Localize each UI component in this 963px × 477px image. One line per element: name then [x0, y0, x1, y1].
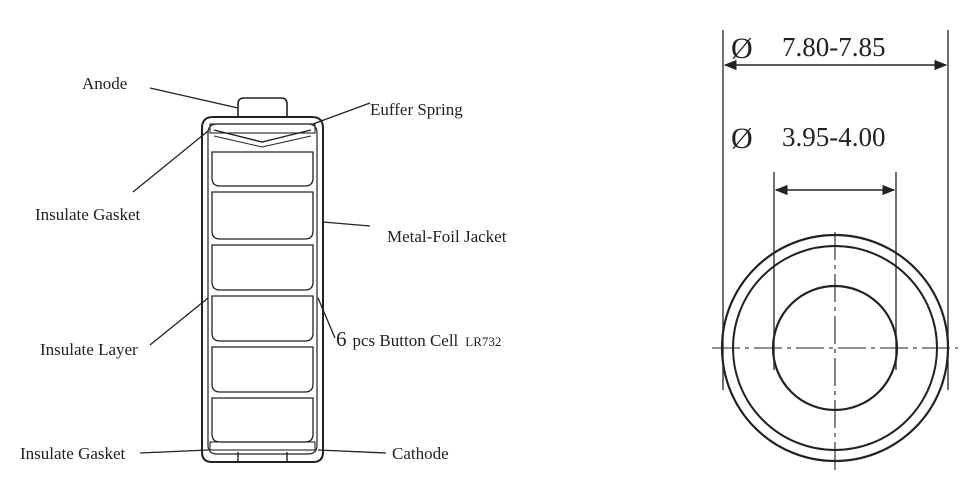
button-cell-stack — [211, 151, 314, 443]
top-gasket — [209, 123, 316, 134]
dimension-drawing — [712, 30, 958, 470]
button-cell — [211, 244, 314, 291]
leader-lines — [132, 87, 387, 454]
buffer-spring — [213, 129, 312, 143]
label-button-cell-model: LR732 — [465, 334, 501, 349]
button-cell — [211, 346, 314, 393]
label-button-cell-text: pcs Button Cell — [353, 331, 459, 350]
outer-diameter-symbol: Ø — [731, 32, 753, 65]
label-insulate-gasket-bottom: Insulate Gasket — [20, 444, 126, 463]
label-button-cell-count: 6 — [336, 327, 347, 351]
inner-diameter-symbol: Ø — [731, 122, 753, 155]
anode-cap — [237, 97, 288, 117]
bottom-gasket — [209, 441, 316, 451]
buffer-spring-inner — [213, 135, 312, 148]
button-cell — [211, 191, 314, 240]
label-cathode: Cathode — [392, 444, 449, 463]
label-buffer-spring: Euffer Spring — [370, 100, 463, 119]
label-insulate-gasket-top: Insulate Gasket — [35, 205, 141, 224]
button-cell — [211, 295, 314, 342]
label-anode: Anode — [82, 74, 127, 93]
insulate-layer — [207, 123, 318, 455]
label-metal-foil-jacket: Metal-Foil Jacket — [387, 227, 507, 246]
metal-foil-jacket — [201, 116, 324, 463]
outer-diameter-value: 7.80-7.85 — [782, 32, 886, 62]
cathode-cap — [237, 452, 288, 463]
label-button-cell: 6 pcs Button Cell LR732 — [336, 327, 501, 351]
inner-diameter-value: 3.95-4.00 — [782, 122, 886, 152]
label-insulate-layer: Insulate Layer — [40, 340, 138, 359]
battery-cross-section — [132, 87, 387, 463]
button-cell — [211, 397, 314, 443]
button-cell — [211, 151, 314, 187]
